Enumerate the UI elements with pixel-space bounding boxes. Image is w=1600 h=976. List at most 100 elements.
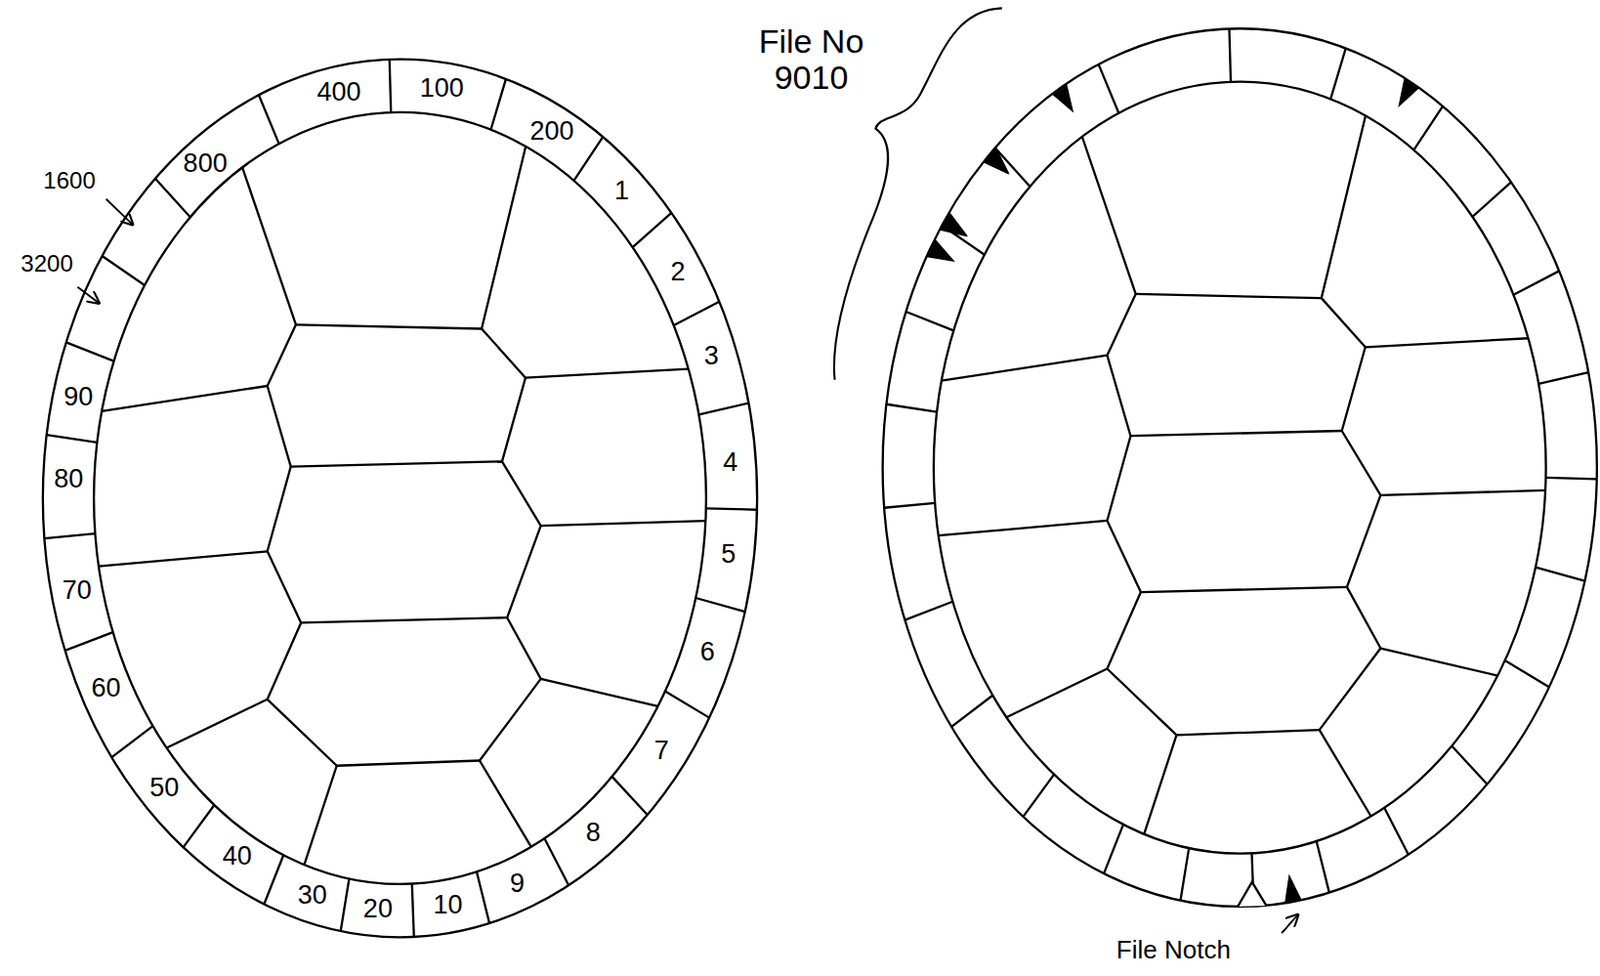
scute-seam (267, 466, 301, 624)
scute-seam (941, 355, 1108, 381)
scute-seam (1103, 824, 1124, 874)
scute-seam (490, 79, 506, 130)
scute-seam (1538, 372, 1589, 384)
scute-seam (476, 871, 490, 924)
scute-number: 2 (670, 258, 685, 289)
scute-seam (1342, 430, 1382, 588)
scute-seam (267, 324, 296, 466)
scute-seam (1546, 477, 1598, 479)
scute-seam (43, 533, 95, 539)
notch-mark (940, 213, 967, 237)
bracket (834, 7, 1003, 379)
scute-seam (389, 59, 392, 113)
scute-number: 1 (614, 176, 630, 207)
scute-seam (481, 328, 526, 462)
scute-seam (1228, 28, 1231, 82)
scute-seam (479, 617, 542, 760)
scute-number: 50 (149, 773, 179, 803)
scute-number: 100 (420, 74, 464, 104)
numbering-key-shell (42, 59, 758, 938)
shell-outline (883, 28, 1598, 907)
notch-mark (984, 148, 1009, 173)
shell-outline (42, 59, 758, 938)
scute-number: 8 (586, 818, 601, 848)
scute-seam (1130, 430, 1342, 436)
scute-seam (1106, 591, 1177, 735)
scute-seam (183, 804, 215, 847)
scute-seam (938, 520, 1108, 536)
scute-number: 3 (704, 341, 719, 372)
scute-seam (1413, 106, 1443, 151)
scute-seam (291, 461, 503, 466)
scute-seam (525, 369, 689, 379)
marginal-inner-edge (933, 82, 1547, 854)
scute-seam (295, 324, 482, 329)
scute-seam (111, 725, 153, 758)
scute-seam (1330, 47, 1346, 99)
scute-seam (412, 884, 415, 937)
leader-arrow (106, 199, 133, 225)
scute-seam (242, 167, 296, 325)
scute-number: 400 (316, 78, 361, 108)
scute-seam (884, 503, 935, 508)
notch-mark (984, 148, 1009, 173)
scute-seam (481, 146, 526, 330)
scute-seam (1140, 587, 1348, 592)
scute-seam (885, 404, 937, 413)
notch-mark (1398, 79, 1419, 106)
scute-seam (1319, 729, 1372, 816)
scute-number: 3200 (20, 250, 73, 276)
scute-seam (1106, 294, 1136, 436)
scute-seam (479, 760, 532, 847)
scute-seam (1176, 729, 1319, 735)
scute-number: 9 (509, 869, 525, 899)
scute-seam (612, 776, 648, 815)
scute-number: 10 (432, 891, 463, 922)
leader-arrow (1281, 914, 1299, 933)
scute-seam (155, 178, 191, 218)
marginal-inner-edge (93, 112, 707, 885)
scute-seam (541, 520, 707, 526)
scute-seam (1082, 136, 1137, 295)
notched-shell (883, 28, 1598, 907)
scute-seam (1316, 841, 1330, 893)
scute-seam (1321, 297, 1366, 431)
scute-seam (1505, 660, 1550, 687)
scute-seam (303, 765, 337, 865)
scute-number: 90 (63, 382, 93, 413)
scute-seam (1143, 734, 1177, 834)
scute-seam (1319, 587, 1382, 730)
scute-seam (66, 341, 115, 361)
scute-number: 5 (720, 540, 736, 570)
scute-seam (1513, 270, 1559, 295)
notch-label: File Notch (1116, 934, 1231, 964)
scute-seam (98, 550, 268, 566)
scute-seam (951, 695, 993, 727)
scute-seam (101, 385, 268, 412)
scute-seam (632, 212, 673, 248)
scute-number: 7 (654, 737, 670, 767)
scute-seam (1098, 64, 1120, 114)
scute-seam (167, 699, 268, 749)
scute-seam (300, 617, 507, 623)
scute-seam (263, 854, 284, 904)
scute-seam (336, 760, 480, 766)
scute-number: 70 (62, 576, 92, 606)
scute-seam (340, 878, 350, 931)
scute-seam (1451, 746, 1487, 785)
scute-seam (1022, 774, 1054, 817)
scute-seam (46, 434, 98, 443)
scute-number: 80 (53, 464, 84, 495)
scute-seam (698, 403, 749, 416)
scute-seam (544, 838, 569, 885)
scute-seam (1106, 435, 1140, 592)
scute-seam (706, 507, 758, 509)
leader-arrow (77, 287, 99, 304)
scute-seam (1380, 648, 1498, 676)
scute-seam (673, 301, 720, 326)
file-notch (1237, 882, 1266, 907)
notch-mark (940, 212, 967, 236)
scute-number: 40 (222, 842, 253, 873)
